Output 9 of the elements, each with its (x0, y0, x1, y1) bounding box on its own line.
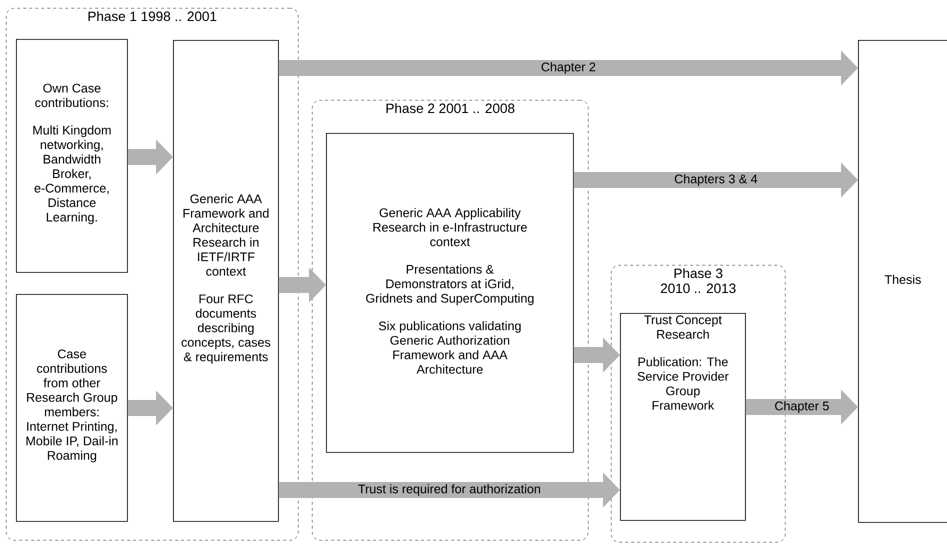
text-box: Generic AAA Framework and Architecture Research in IETF/IRTF context Four RFC documents describing concepts, cases & requirements (173, 40, 279, 522)
edge-label: Trust is required for authorization (356, 483, 542, 497)
text-box: Case contributions from other Research Group members: Internet Printing, Mobile IP, Dail-in Roaming (16, 294, 128, 522)
edge-label: Chapters 3 & 4 (673, 173, 759, 187)
text-box: Trust Concept Research Publication: The Service Provider Group Framework (620, 313, 746, 521)
text-box: Generic AAA Applicability Research in e-Infrastructure context Presentations & Demonstrators at iGrid, Gridnets and SuperComputing Six publications validating Generic Authorization Framework and AAA Architecture (326, 133, 574, 453)
edge-label: Chapter 2 (540, 61, 597, 75)
text-box: Own Case contributions: Multi Kingdom networking, Bandwidth Broker, e-Commerce, Distance Learning. (16, 39, 128, 273)
thesis-box: Thesis (858, 40, 947, 523)
